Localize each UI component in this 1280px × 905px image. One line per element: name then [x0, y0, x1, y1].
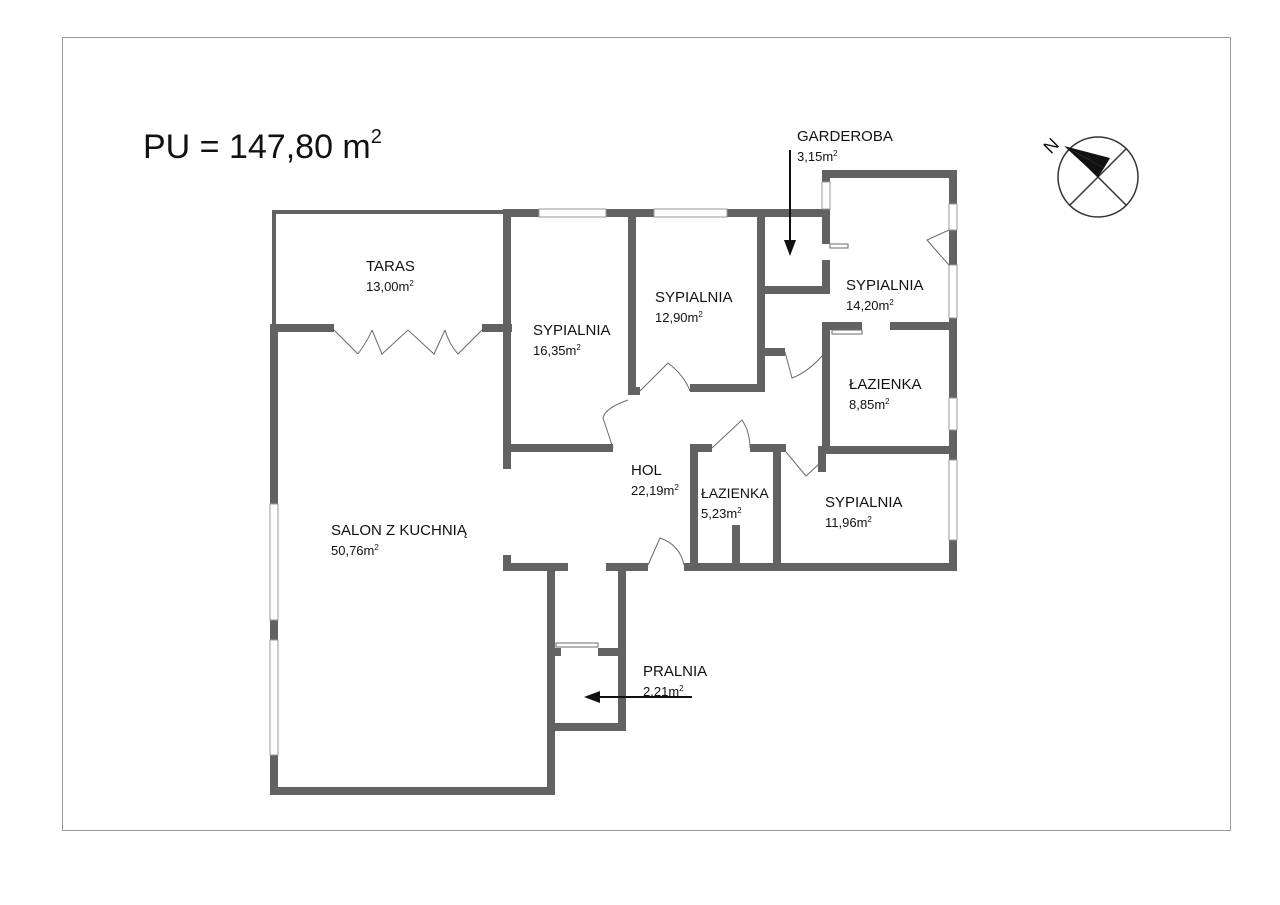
room-area-sypialnia-4: 11,96m2 [825, 515, 872, 530]
room-label-taras: TARAS [366, 258, 415, 275]
room-label-pralnia: PRALNIA [643, 663, 708, 680]
room-area-taras: 13,00m2 [366, 279, 414, 294]
doors [333, 229, 950, 648]
room-area-lazienka-2: 5,23m2 [701, 506, 742, 521]
room-area-sypialnia-1: 16,35m2 [533, 343, 581, 358]
room-label-lazienka-2: ŁAZIENKA [701, 485, 769, 501]
room-area-salon: 50,76m2 [331, 543, 379, 558]
compass-north-label: N [1040, 134, 1063, 157]
room-label-garderoba: GARDEROBA [797, 128, 893, 145]
room-area-hol: 22,19m2 [631, 483, 679, 498]
windows [269, 181, 958, 756]
compass-icon: N [1040, 134, 1139, 218]
room-label-sypialnia-4: SYPIALNIA [825, 494, 903, 511]
room-area-pralnia: 2,21m2 [643, 684, 684, 699]
room-label-sypialnia-1: SYPIALNIA [533, 322, 611, 339]
room-label-sypialnia-2: SYPIALNIA [655, 289, 733, 306]
walls [270, 170, 957, 795]
room-area-sypialnia-2: 12,90m2 [655, 310, 703, 325]
drawing-frame [62, 37, 1231, 831]
room-area-lazienka-1: 8,85m2 [849, 397, 890, 412]
room-area-garderoba: 3,15m2 [797, 149, 838, 164]
room-label-salon: SALON Z KUCHNIĄ [331, 522, 467, 539]
room-label-lazienka-1: ŁAZIENKA [849, 376, 922, 393]
terrace-outline [272, 210, 504, 328]
room-label-hol: HOL [631, 462, 662, 479]
total-area: PU = 147,80 m2 [143, 126, 382, 166]
room-label-sypialnia-3: SYPIALNIA [846, 277, 924, 294]
leader-arrows [584, 150, 796, 703]
room-area-sypialnia-3: 14,20m2 [846, 298, 894, 313]
